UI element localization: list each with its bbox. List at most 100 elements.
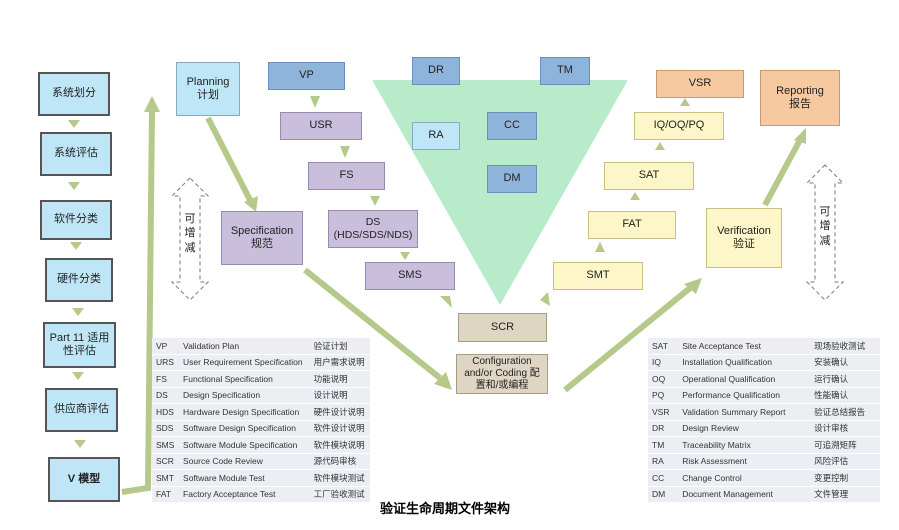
term-cell: Site Acceptance Test [678, 338, 811, 355]
chinese-cell: 用户需求说明 [309, 354, 370, 371]
term-cell: Validation Summary Report [678, 403, 811, 421]
label: Verification [717, 224, 771, 237]
chinese-cell: 文件管理 [810, 486, 880, 503]
fat-box: FAT [588, 211, 676, 239]
term-cell: Operational Qualification [678, 370, 811, 388]
flow-step: V 模型 [48, 457, 120, 502]
cc-box: CC [487, 112, 537, 140]
term-cell: Factory Acceptance Test [179, 486, 310, 503]
abbr-cell: SMT [152, 469, 180, 487]
term-cell: Risk Assessment [678, 453, 811, 470]
abbr-cell: HDS [152, 403, 180, 421]
chinese-cell: 可追溯矩阵 [810, 436, 880, 454]
abbr-cell: VSR [648, 403, 679, 421]
term-cell: Design Specification [179, 387, 310, 404]
term-cell: Traceability Matrix [678, 436, 811, 454]
chinese-cell: 软件设计说明 [309, 420, 370, 437]
term-cell: Software Module Test [179, 469, 310, 487]
abbr-cell: OQ [648, 370, 679, 388]
abbr-cell: DM [648, 486, 679, 503]
chinese-cell: 现场验收测试 [810, 338, 880, 355]
vp-box: VP [268, 62, 345, 90]
label: 验证 [733, 238, 755, 250]
flow-step: 供应商评估 [45, 388, 118, 432]
term-cell: Installation Qualification [678, 354, 811, 371]
abbr-cell: SCR [152, 453, 180, 470]
chinese-cell: 安装确认 [810, 354, 880, 371]
abbr-cell: FS [152, 370, 180, 388]
ds-box: DS (HDS/SDS/NDS) [328, 210, 418, 248]
chinese-cell: 功能说明 [309, 370, 370, 388]
term-cell: Performance Qualification [678, 387, 811, 404]
adjustable-label: 可增减 [819, 206, 831, 247]
abbr-cell: SDS [152, 420, 180, 437]
label: 规范 [251, 238, 273, 250]
term-cell: Design Review [678, 420, 811, 437]
label: Specification [230, 224, 294, 237]
abbr-cell: DS [152, 387, 180, 404]
abbr-cell: DR [648, 420, 679, 437]
scr-box: SCR [458, 313, 547, 342]
abbr-cell: URS [152, 354, 180, 371]
chinese-cell: 性能确认 [810, 387, 880, 404]
sms-box: SMS [365, 262, 455, 290]
term-cell: Software Design Specification [179, 420, 310, 437]
config-coding-box: Configuration and/or Coding 配置和/或编程 [456, 354, 548, 394]
abbr-cell: VP [152, 338, 180, 355]
term-cell: Validation Plan [179, 338, 310, 355]
term-cell: Software Module Specification [179, 436, 310, 454]
chinese-cell: 源代码审核 [309, 453, 370, 470]
abbr-cell: SMS [152, 436, 180, 454]
term-cell: Hardware Design Specification [179, 403, 310, 421]
dr-box: DR [412, 57, 460, 85]
chinese-cell: 设计说明 [309, 387, 370, 404]
arrow-heads [68, 96, 806, 448]
label: Reporting [776, 84, 824, 97]
abbr-cell: PQ [648, 387, 679, 404]
fs-box: FS [308, 162, 385, 190]
term-cell: Source Code Review [179, 453, 310, 470]
tm-box: TM [540, 57, 590, 85]
abbr-cell: FAT [152, 486, 180, 503]
chinese-cell: 工厂验收测试 [309, 486, 370, 503]
flow-step: 硬件分类 [45, 258, 113, 302]
flow-step: Part 11 适用性评估 [43, 322, 116, 368]
chinese-cell: 运行确认 [810, 370, 880, 388]
chinese-cell: 设计审核 [810, 420, 880, 437]
label: Planning [186, 75, 230, 88]
sat-box: SAT [604, 162, 694, 190]
abbr-cell: RA [648, 453, 679, 470]
chinese-cell: 软件模块测试 [309, 469, 370, 487]
abbr-cell: CC [648, 469, 679, 487]
iq-oq-pq-box: IQ/OQ/PQ [634, 112, 724, 140]
chinese-cell: 风险评估 [810, 453, 880, 470]
label: 计划 [197, 89, 219, 101]
term-cell: Change Control [678, 469, 811, 487]
flow-step: 系统划分 [38, 72, 110, 116]
vsr-box: VSR [656, 70, 744, 98]
